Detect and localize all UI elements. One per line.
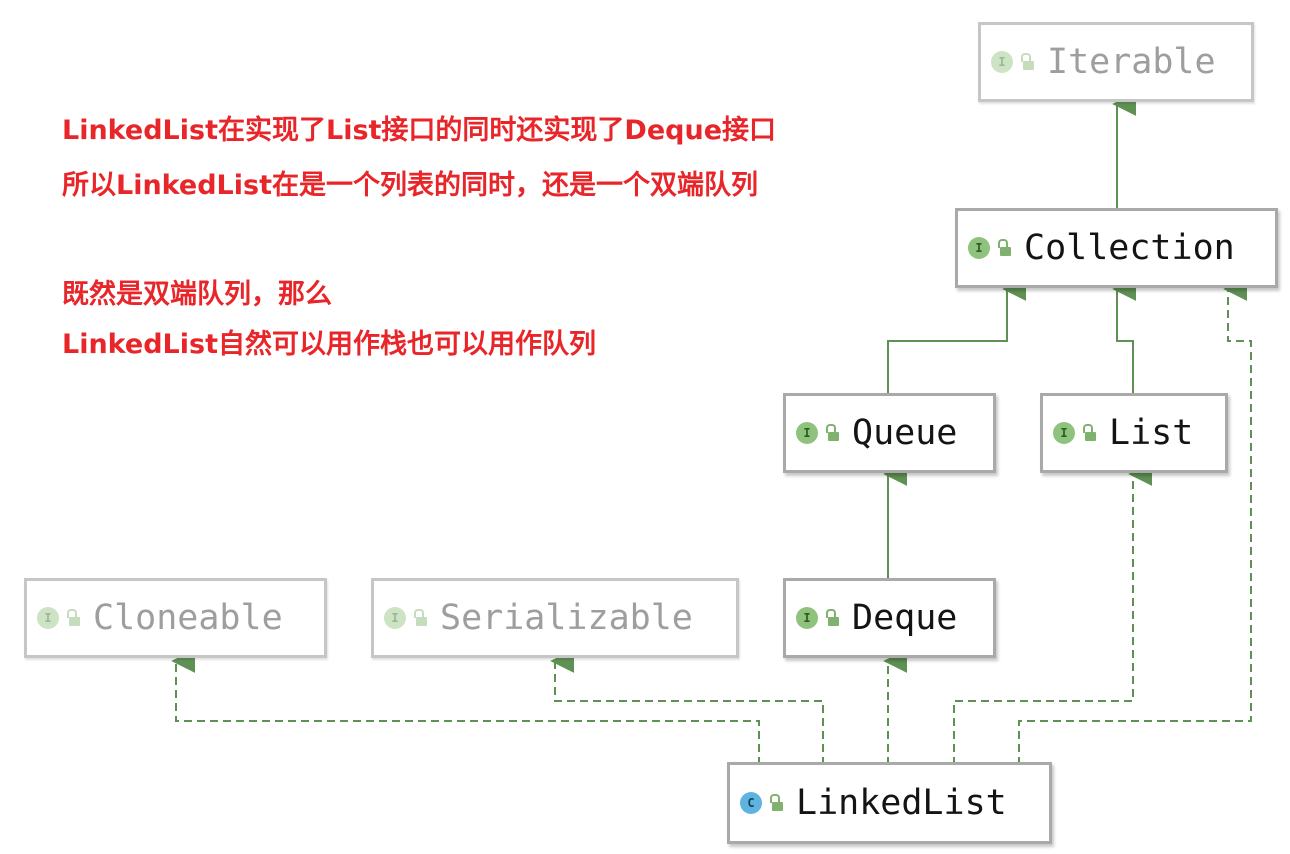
- interface-icon: I: [1053, 422, 1075, 444]
- edge-linkedlist-to-cloneable: [171, 649, 760, 765]
- lock-icon: [66, 609, 81, 627]
- edge-linkedlist-to-collection: [1018, 277, 1252, 765]
- node-iterable[interactable]: I Iterable: [978, 22, 1254, 102]
- node-name: Queue: [852, 413, 958, 453]
- node-linkedlist[interactable]: C LinkedList: [727, 762, 1052, 844]
- annotation-line-1: LinkedList在实现了List接口的同时还实现了Deque接口: [62, 115, 777, 146]
- interface-icon: I: [796, 422, 818, 444]
- annotation-line-3: 既然是双端队列，那么: [62, 279, 332, 310]
- node-serializable[interactable]: I Serializable: [371, 578, 739, 658]
- node-name: LinkedList: [796, 783, 1007, 823]
- node-name: Deque: [852, 598, 958, 638]
- lock-icon: [769, 794, 784, 812]
- node-name: Cloneable: [93, 598, 283, 638]
- lock-icon: [825, 609, 840, 627]
- interface-icon: I: [968, 237, 990, 259]
- lock-icon: [1020, 53, 1035, 71]
- interface-icon: I: [37, 607, 59, 629]
- interface-icon: I: [796, 607, 818, 629]
- node-collection[interactable]: I Collection: [955, 208, 1278, 288]
- lock-icon: [997, 239, 1012, 257]
- node-name: Serializable: [440, 598, 693, 638]
- lock-icon: [413, 609, 428, 627]
- annotation-line-2: 所以LinkedList在是一个列表的同时，还是一个双端队列: [62, 170, 758, 201]
- node-queue[interactable]: I Queue: [783, 393, 996, 473]
- node-name: List: [1109, 413, 1194, 453]
- edge-list-to-collection: [1112, 277, 1137, 418]
- lock-icon: [825, 424, 840, 442]
- node-name: Collection: [1024, 228, 1235, 268]
- edge-linkedlist-to-serializable: [550, 649, 824, 765]
- interface-icon: I: [384, 607, 406, 629]
- lock-icon: [1082, 424, 1097, 442]
- annotation-line-4: LinkedList自然可以用作栈也可以用作队列: [62, 329, 596, 360]
- class-icon: C: [740, 792, 762, 814]
- edge-queue-to-collection: [887, 277, 1027, 418]
- interface-icon: I: [991, 51, 1013, 73]
- node-cloneable[interactable]: I Cloneable: [24, 578, 327, 658]
- node-name: Iterable: [1047, 42, 1216, 82]
- node-deque[interactable]: I Deque: [783, 578, 996, 658]
- edge-linkedlist-to-list: [953, 462, 1153, 765]
- node-list[interactable]: I List: [1040, 393, 1228, 473]
